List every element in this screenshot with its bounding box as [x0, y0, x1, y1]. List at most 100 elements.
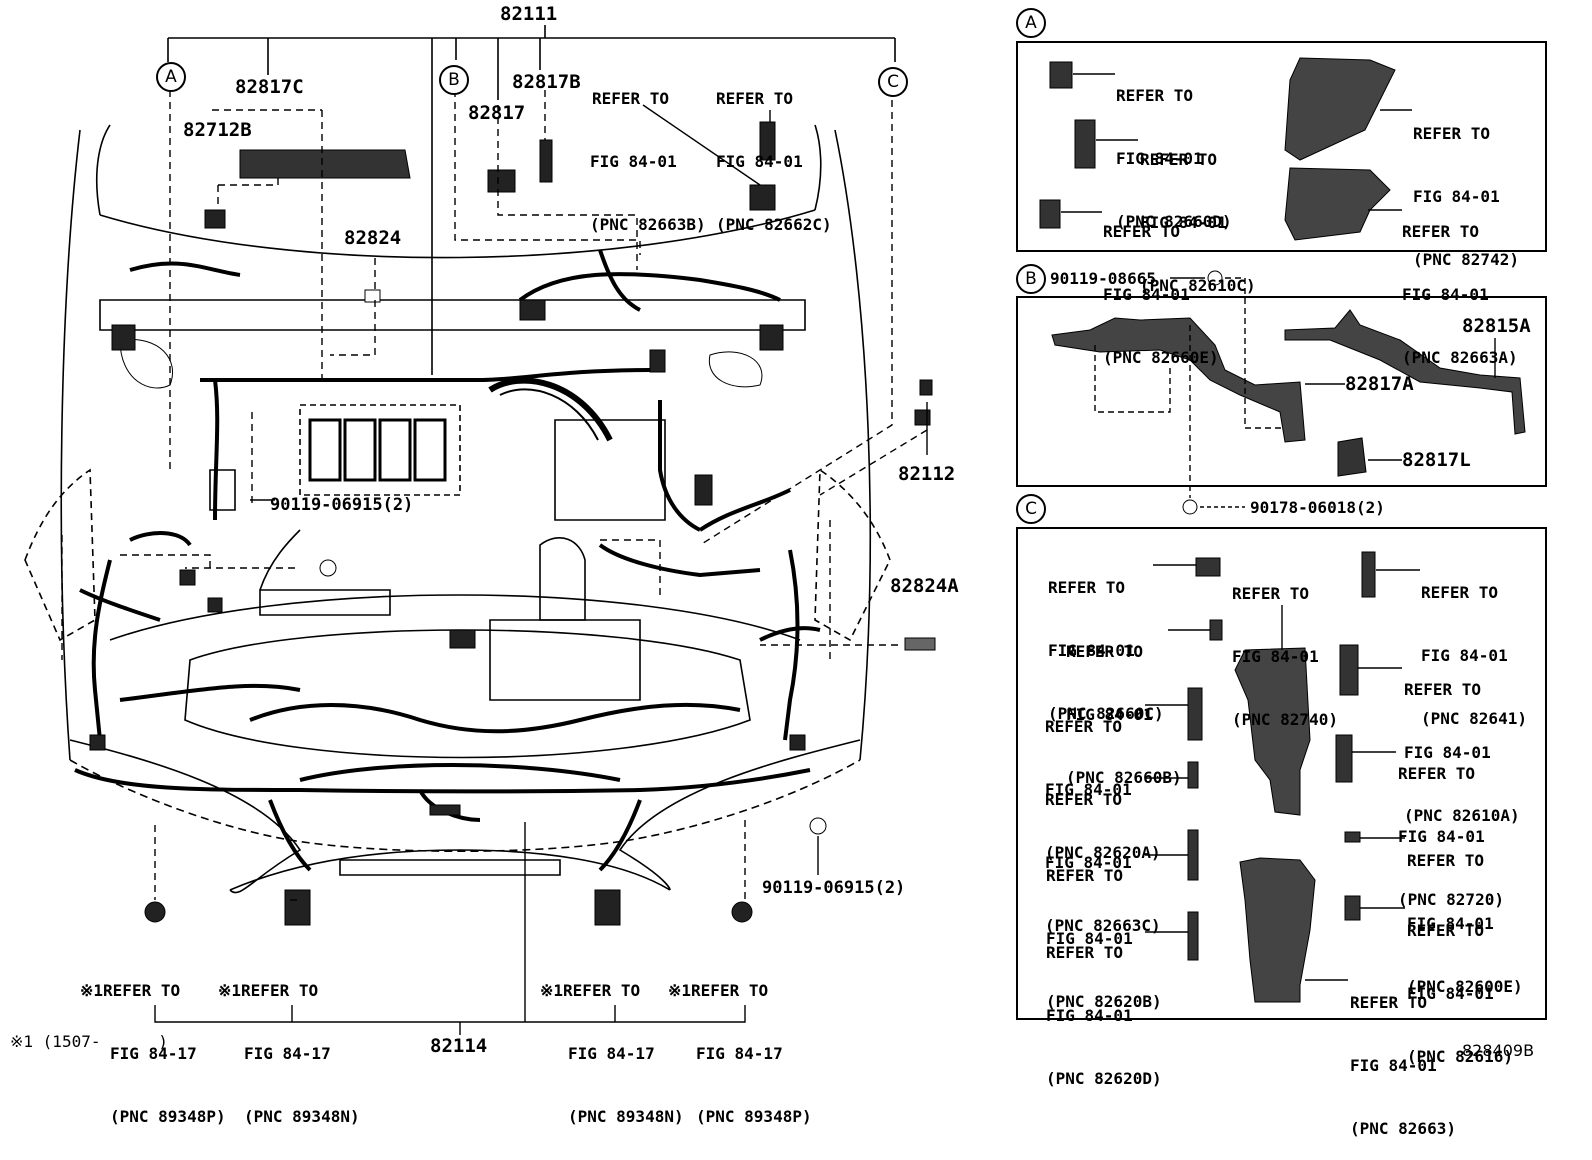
footnote: ※1 (1507- )	[10, 1032, 168, 1051]
refer-82641: REFER TO FIG 84-01 (PNC 82641)	[1421, 540, 1527, 750]
refer-line: REFER TO	[1045, 717, 1123, 736]
refer-line: (PNC 82660C)	[1048, 704, 1164, 723]
vehicle-body-outline	[24, 124, 891, 894]
refer-82663A: REFER TO FIG 84-01 (PNC 82663A)	[1402, 179, 1518, 389]
part-82112: 82112	[898, 463, 956, 485]
refer-line: REFER TO	[1421, 583, 1499, 602]
refer-line: FIG 84-01	[1045, 780, 1132, 799]
refer-line: (PNC 82641)	[1421, 709, 1527, 728]
refer-line: REFER TO	[1407, 851, 1485, 870]
refer-line: (PNC 82662C)	[716, 215, 832, 234]
refer-82660C: REFER TO FIG 84-01 (PNC 82660C)	[1048, 535, 1164, 745]
refer-line: (PNC 82663C)	[1045, 916, 1161, 935]
refer-line: (PNC 82720)	[1398, 890, 1504, 909]
refer-line: ※1REFER TO	[540, 981, 641, 1000]
bolt-90119-06915-right: 90119-06915(2)	[762, 878, 906, 898]
part-82817L: 82817L	[1402, 449, 1471, 471]
refer-line: (PNC 82620D)	[1046, 1069, 1162, 1088]
leader-82114	[154, 822, 746, 1035]
refer-82742: REFER TO FIG 84-01 (PNC 82742)	[1413, 81, 1519, 291]
refer-89348P-right: ※1REFER TO FIG 84-17 (PNC 89348P)	[668, 938, 812, 1148]
refer-82660D: REFER TO FIG 84-01 (PNC 82660D)	[1116, 43, 1232, 253]
refer-line: REFER TO	[1140, 150, 1218, 169]
refer-line: (PNC 82660B)	[1066, 768, 1182, 787]
refer-line: REFER TO	[1103, 222, 1181, 241]
wiring-diagram-drawing	[24, 25, 1526, 1035]
refer-82720: REFER TO FIG 84-01 (PNC 82720)	[1398, 721, 1504, 931]
refer-82600E: REFER TO FIG 84-01 (PNC 82600E)	[1407, 808, 1523, 1018]
part-82824: 82824	[344, 227, 402, 249]
refer-line: (PNC 82740)	[1232, 710, 1338, 729]
refer-line: FIG 84-01	[1046, 929, 1133, 948]
part-82114: 82114	[430, 1035, 488, 1057]
refer-line: FIG 84-01	[1066, 705, 1153, 724]
refer-line: (PNC 82663A)	[1402, 348, 1518, 367]
part-82817C: 82817C	[235, 76, 304, 98]
refer-82662C: REFER TO FIG 84-01 (PNC 82662C)	[716, 46, 832, 256]
refer-line: REFER TO	[1045, 790, 1123, 809]
refer-line: REFER TO	[1232, 584, 1310, 603]
detail-b-label: B	[1016, 264, 1046, 294]
refer-line: FIG 84-01	[1421, 646, 1508, 665]
refer-line: FIG 84-01	[1116, 149, 1203, 168]
refer-line: FIG 84-17	[244, 1044, 331, 1063]
refer-line: FIG 84-01	[1350, 1056, 1437, 1075]
refer-line: (PNC 89348N)	[244, 1107, 360, 1126]
refer-82620D: REFER TO FIG 84-01 (PNC 82620D)	[1046, 900, 1162, 1110]
refer-line: REFER TO	[1046, 866, 1124, 885]
refer-line: REFER TO	[1048, 578, 1126, 597]
refer-82616: REFER TO FIG 84-01 (PNC 82616)	[1407, 878, 1513, 1088]
refer-line: FIG 84-01	[1140, 213, 1227, 232]
refer-line: FIG 84-01	[716, 152, 803, 171]
refer-line: FIG 84-17	[696, 1044, 783, 1063]
callout-b-main: B	[439, 65, 469, 95]
refer-82663: REFER TO FIG 84-01 (PNC 82663)	[1350, 950, 1456, 1160]
refer-line: (PNC 82620A)	[1045, 843, 1161, 862]
refer-line: FIG 84-01	[1398, 827, 1485, 846]
refer-82610A: REFER TO FIG 84-01 (PNC 82610A)	[1404, 637, 1520, 847]
part-82817B: 82817B	[512, 71, 581, 93]
refer-82663B: REFER TO FIG 84-01 (PNC 82663B)	[590, 46, 706, 256]
refer-line: REFER TO	[1407, 921, 1485, 940]
refer-line: (PNC 89348P)	[110, 1107, 226, 1126]
refer-line: FIG 84-01	[1407, 984, 1494, 1003]
leader-82111	[167, 25, 896, 375]
refer-82740: REFER TO FIG 84-01 (PNC 82740)	[1232, 541, 1338, 751]
refer-line: REFER TO	[592, 89, 670, 108]
figure-id: 828409B	[1462, 1041, 1535, 1060]
detail-a-box	[1016, 41, 1547, 252]
callout-a-main: A	[156, 62, 186, 92]
refer-82620B: REFER TO FIG 84-01 (PNC 82620B)	[1046, 823, 1162, 1033]
refer-82660B: REFER TO FIG 84-01 (PNC 82660B)	[1066, 599, 1182, 809]
refer-89348N-right: ※1REFER TO FIG 84-17 (PNC 89348N)	[540, 938, 684, 1148]
detail-b-box	[1016, 296, 1547, 487]
refer-line: REFER TO	[1066, 642, 1144, 661]
refer-leaders	[250, 104, 928, 875]
refer-line: FIG 84-01	[1045, 853, 1132, 872]
refer-line: ※1REFER TO	[668, 981, 769, 1000]
refer-line: REFER TO	[716, 89, 794, 108]
refer-82610C: REFER TO FIG 84-01 (PNC 82610C)	[1140, 107, 1256, 317]
refer-line: REFER TO	[1116, 86, 1194, 105]
part-82712B: 82712B	[183, 119, 252, 141]
part-82111: 82111	[500, 3, 558, 25]
refer-line: FIG 84-01	[1413, 187, 1500, 206]
refer-line: FIG 84-01	[1407, 914, 1494, 933]
refer-line: FIG 84-01	[590, 152, 677, 171]
refer-line: (PNC 82616)	[1407, 1047, 1513, 1066]
wiring-harness	[74, 249, 821, 872]
refer-line: FIG 84-01	[1046, 1006, 1133, 1025]
refer-line: FIG 84-01	[1048, 641, 1135, 660]
refer-line: FIG 84-01	[1103, 285, 1190, 304]
leader-lines	[61, 90, 928, 901]
refer-line: (PNC 89348P)	[696, 1107, 812, 1126]
connectors	[89, 121, 936, 926]
refer-82663C: REFER TO FIG 84-01 (PNC 82663C)	[1045, 747, 1161, 957]
refer-line: (PNC 82600E)	[1407, 977, 1523, 996]
part-82817: 82817	[468, 102, 526, 124]
refer-line: (PNC 82663)	[1350, 1119, 1456, 1138]
refer-82620A: REFER TO FIG 84-01 (PNC 82620A)	[1045, 674, 1161, 884]
detail-c-label: C	[1016, 494, 1046, 524]
refer-line: (PNC 89348N)	[568, 1107, 684, 1126]
refer-line: (PNC 82660E)	[1103, 348, 1219, 367]
